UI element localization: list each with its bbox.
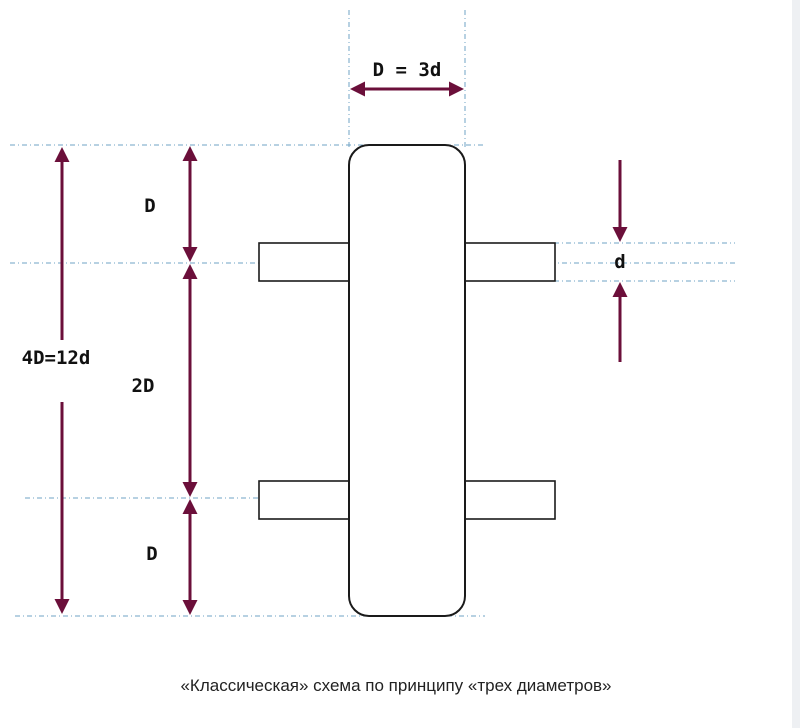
- label-lower-d: D: [146, 543, 157, 565]
- label-upper-d: D: [144, 195, 155, 217]
- label-middle-2d: 2D: [132, 375, 155, 397]
- label-top-width: D = 3d: [373, 59, 442, 81]
- caption: «Классическая» схема по принципу «трех д…: [180, 676, 612, 695]
- label-total-height: 4D=12d: [22, 347, 91, 369]
- label-shaft-d: d: [614, 251, 625, 273]
- page-edge: [792, 0, 800, 728]
- wheel-body: [348, 144, 466, 617]
